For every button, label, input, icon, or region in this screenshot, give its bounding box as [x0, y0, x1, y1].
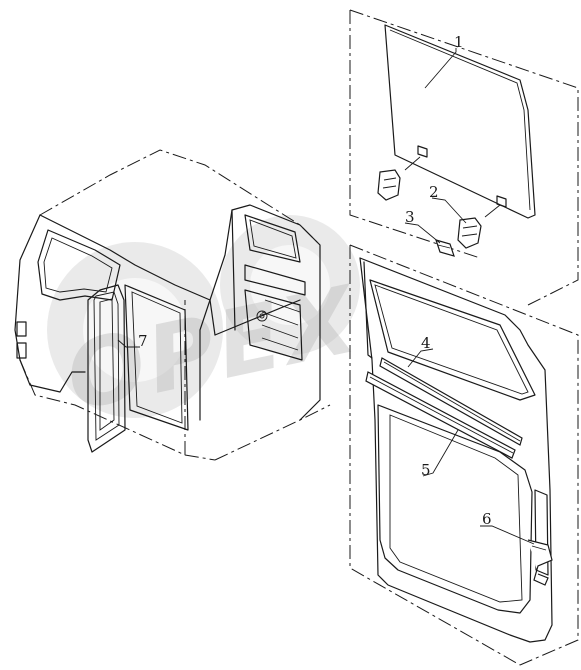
- callout-5: 5: [421, 461, 431, 479]
- watermark-gear-right-icon: [220, 215, 360, 355]
- part-3-pad: [435, 239, 455, 257]
- callout-1: 1: [454, 33, 464, 51]
- part-2-clips: [377, 156, 501, 249]
- watermark-gear-left-icon: [47, 242, 223, 418]
- leader-4: [407, 348, 434, 368]
- cab-body: [14, 149, 331, 461]
- leader-1: [424, 48, 457, 89]
- leader-3: [404, 222, 441, 244]
- callout-3: 3: [405, 208, 415, 226]
- callout-7: 7: [138, 332, 148, 350]
- leader-5: [422, 429, 459, 477]
- panel-lower: [349, 244, 579, 666]
- panel-upper: [349, 9, 579, 306]
- part-6-handle: [527, 539, 553, 586]
- leader-6: [480, 525, 535, 545]
- leader-7: [117, 339, 140, 348]
- part-5-belt-strip: [365, 371, 516, 459]
- part-1-glass: [384, 24, 536, 219]
- callout-6: 6: [482, 510, 492, 528]
- leader-2: [431, 197, 467, 224]
- callout-4: 4: [421, 334, 431, 352]
- part-4-belt-strip: [379, 357, 523, 446]
- callout-2: 2: [429, 183, 439, 201]
- part-7-door-seal: [87, 284, 126, 453]
